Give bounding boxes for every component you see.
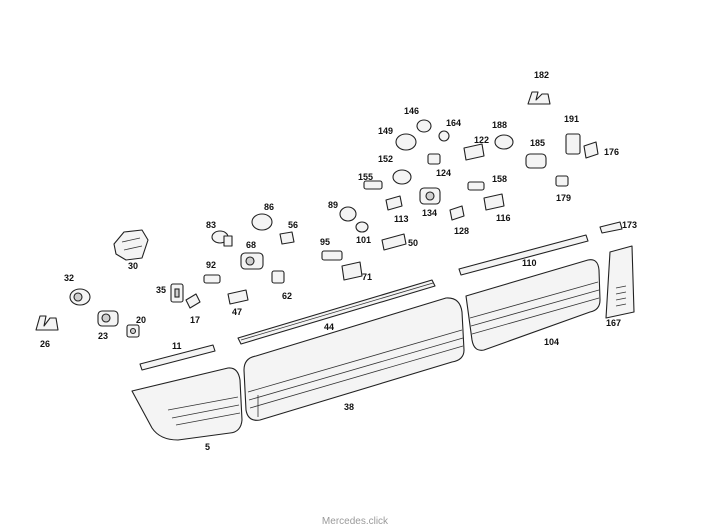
clip-83: [211, 230, 233, 247]
clip-86: [251, 213, 273, 231]
callout-124: 124: [436, 168, 451, 178]
trim-strip-11: [139, 344, 216, 371]
callout-185: 185: [530, 138, 545, 148]
trim-panel-104: [465, 259, 601, 351]
callout-146: 146: [404, 106, 419, 116]
clip-62: [271, 270, 285, 284]
watermark: Mercedes.click: [321, 516, 389, 527]
callout-113: 113: [394, 214, 409, 224]
callout-152: 152: [378, 154, 393, 164]
clip-30: [113, 229, 149, 261]
clip-20: [126, 324, 140, 338]
clip-176: [583, 141, 599, 159]
callout-83: 83: [206, 220, 216, 230]
callout-104: 104: [544, 337, 559, 347]
callout-176: 176: [604, 147, 619, 157]
callout-173: 173: [622, 220, 637, 230]
callout-30: 30: [128, 261, 138, 271]
clip-71: [341, 261, 363, 281]
clip-68: [240, 252, 264, 270]
callout-167: 167: [606, 318, 621, 328]
callout-86: 86: [264, 202, 274, 212]
clip-47: [227, 289, 249, 305]
callout-62: 62: [282, 291, 292, 301]
callout-182: 182: [534, 70, 549, 80]
clip-32: [69, 288, 91, 306]
callout-17: 17: [190, 315, 200, 325]
clip-191: [565, 133, 581, 155]
clip-101: [355, 221, 369, 233]
callout-89: 89: [328, 200, 338, 210]
callout-92: 92: [206, 260, 216, 270]
clip-113: [385, 195, 403, 211]
trim-strip-110: [458, 234, 589, 276]
callout-5: 5: [205, 442, 210, 452]
callout-95: 95: [320, 237, 330, 247]
clip-182: [527, 91, 551, 105]
callout-110: 110: [522, 258, 537, 268]
callout-179: 179: [556, 193, 571, 203]
clip-188: [494, 134, 514, 150]
clip-124: [427, 153, 441, 165]
clip-134: [419, 187, 441, 205]
clip-158: [467, 181, 485, 191]
callout-44: 44: [324, 322, 334, 332]
clip-149: [395, 133, 417, 151]
callout-56: 56: [288, 220, 298, 230]
clip-26: [35, 315, 59, 331]
clip-122: [463, 143, 485, 161]
callout-68: 68: [246, 240, 256, 250]
clip-128: [449, 205, 465, 221]
callout-164: 164: [446, 118, 461, 128]
trim-strip-44: [237, 279, 436, 345]
callout-20: 20: [136, 315, 146, 325]
trim-panel-38: [243, 297, 465, 421]
clip-50: [381, 233, 407, 251]
callout-101: 101: [356, 235, 371, 245]
callout-116: 116: [496, 213, 511, 223]
clip-146: [416, 119, 432, 133]
callout-38: 38: [344, 402, 354, 412]
clip-155: [363, 180, 383, 190]
callout-191: 191: [564, 114, 579, 124]
clip-95: [321, 250, 343, 261]
clip-56: [279, 231, 295, 245]
callout-158: 158: [492, 174, 507, 184]
clip-23: [97, 310, 119, 327]
callout-32: 32: [64, 273, 74, 283]
callout-23: 23: [98, 331, 108, 341]
clip-17: [185, 293, 201, 309]
clip-35: [170, 283, 184, 303]
callout-128: 128: [454, 226, 469, 236]
callout-155: 155: [358, 172, 373, 182]
callout-149: 149: [378, 126, 393, 136]
trim-strip-173: [599, 221, 623, 234]
trim-panel-167: [605, 245, 635, 319]
callout-35: 35: [156, 285, 166, 295]
callout-50: 50: [408, 238, 418, 248]
callout-71: 71: [362, 272, 372, 282]
trim-panel-5: [131, 367, 243, 441]
clip-152: [392, 169, 412, 185]
callout-11: 11: [172, 341, 182, 351]
clip-179: [555, 175, 569, 187]
callout-122: 122: [474, 135, 489, 145]
clip-164: [438, 130, 450, 142]
clip-89: [339, 206, 357, 222]
callout-47: 47: [232, 307, 242, 317]
callout-134: 134: [422, 208, 437, 218]
clip-116: [483, 193, 505, 211]
callout-26: 26: [40, 339, 50, 349]
clip-185: [525, 153, 547, 169]
clip-92: [203, 274, 221, 284]
callout-188: 188: [492, 120, 507, 130]
